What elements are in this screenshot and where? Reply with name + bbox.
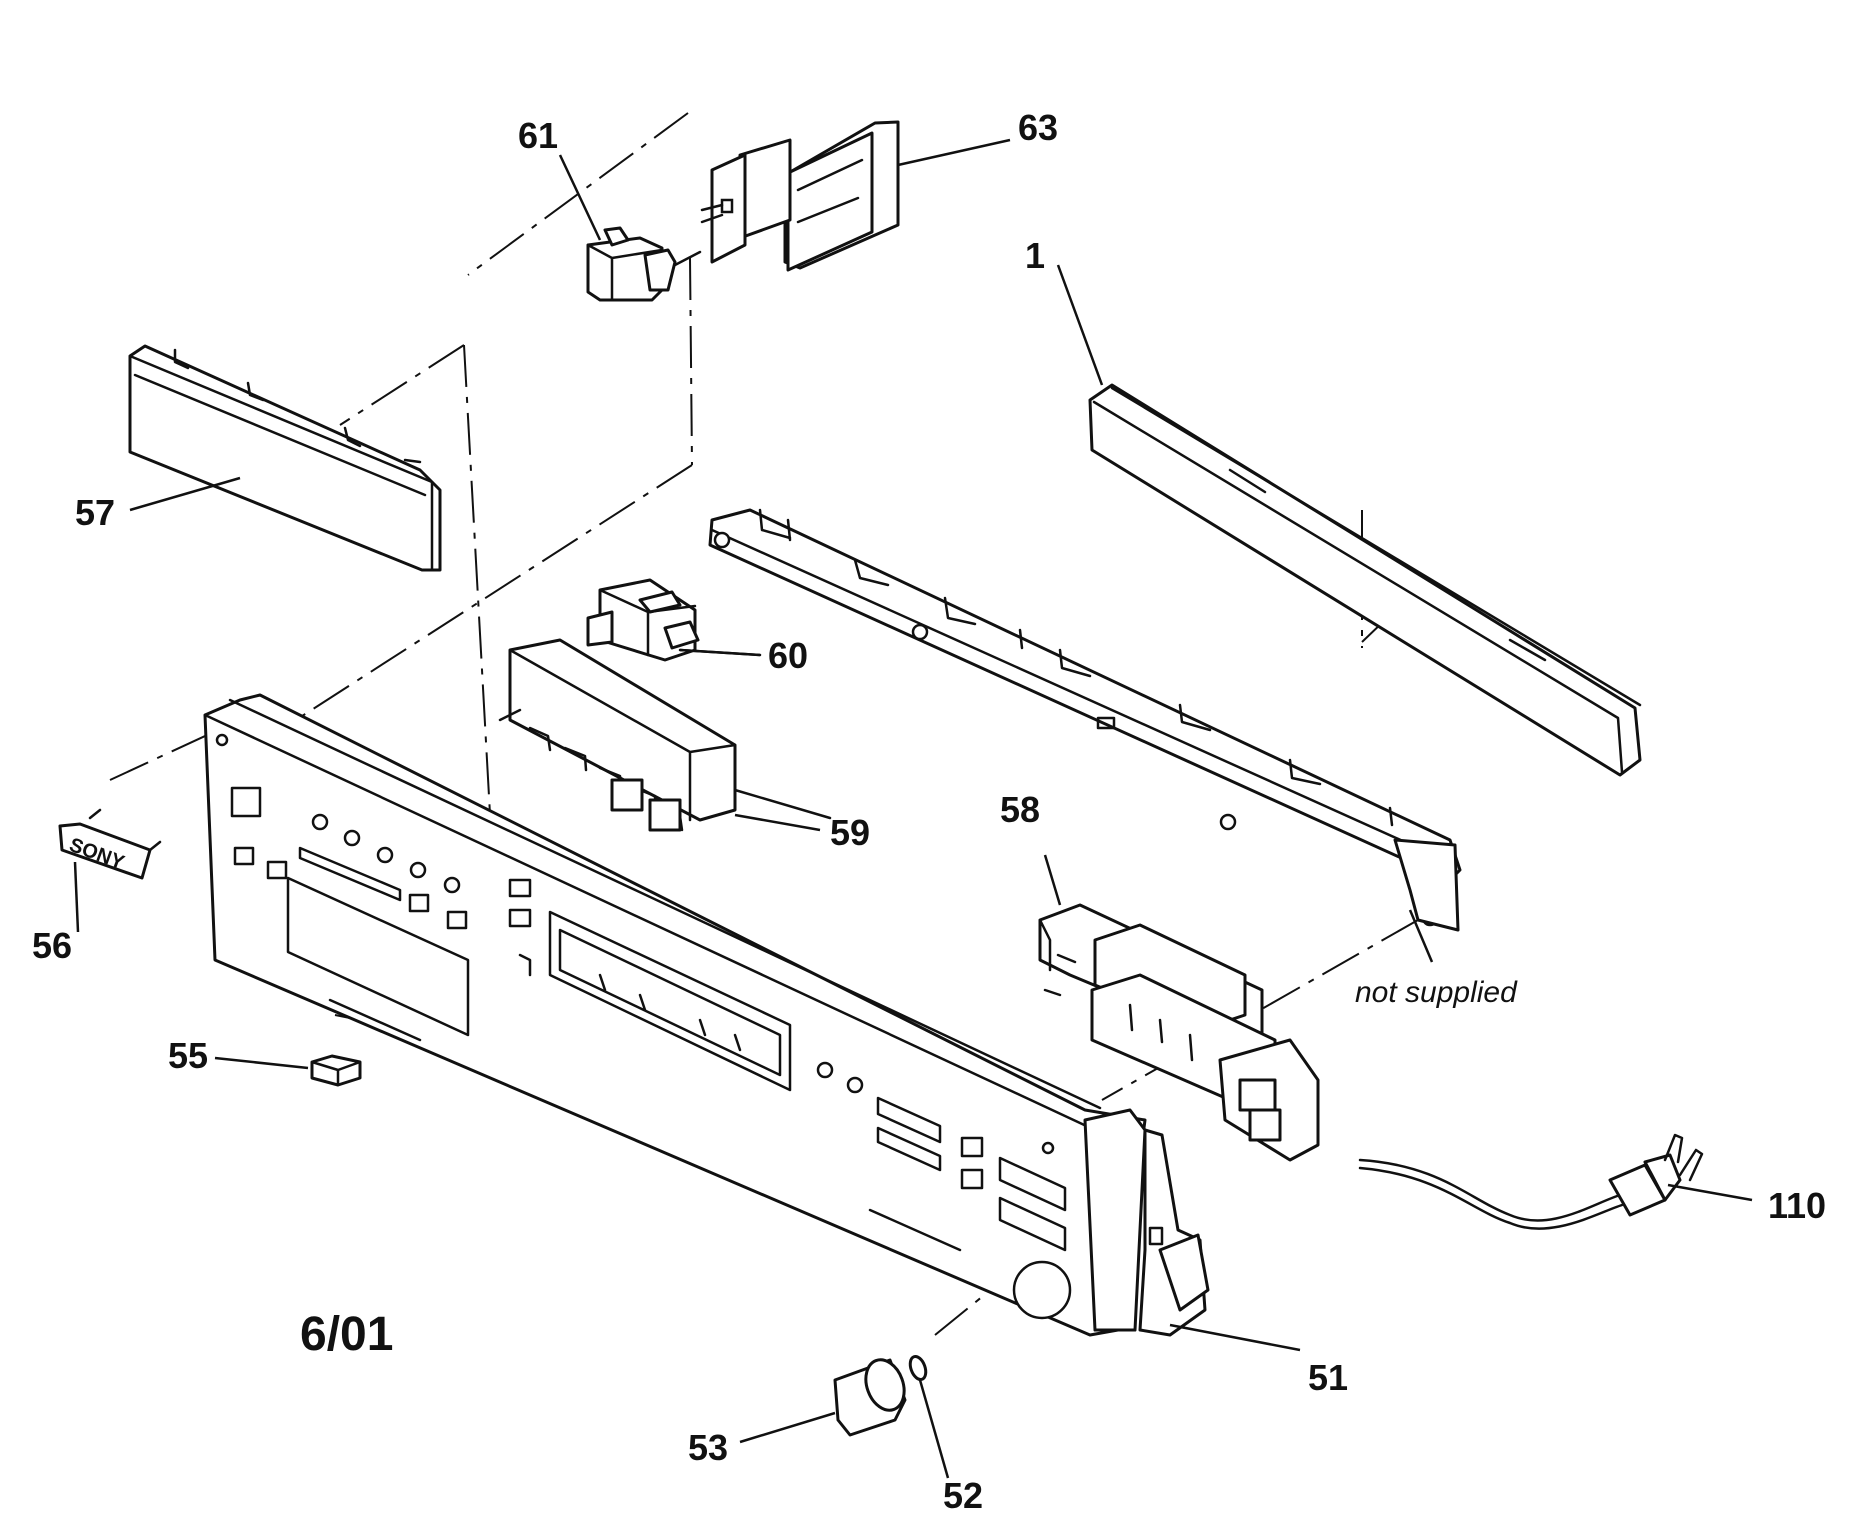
front-panel: [203, 693, 1147, 1337]
part-55-foot: [310, 1054, 362, 1087]
callout-60: 60: [768, 635, 808, 676]
callout-51: 51: [1308, 1357, 1348, 1398]
callout-110: 110: [1768, 1185, 1826, 1226]
part-63-bracket: [700, 120, 900, 272]
part-1-top-cover: [1088, 383, 1642, 777]
date-code: 6/01: [300, 1308, 393, 1361]
callout-labels: 61 63 1 57 60 59 58 56 55 51 53 52 110 n…: [32, 107, 1826, 1516]
part-60-switch: [586, 578, 762, 662]
callout-61: 61: [518, 115, 558, 156]
callout-56: 56: [32, 925, 72, 966]
callout-55: 55: [168, 1035, 208, 1076]
part-59-switch-block: [498, 638, 832, 832]
long-support-bar: [708, 508, 1462, 932]
part-110-power-cord: [1358, 1133, 1704, 1230]
callout-52: 52: [943, 1475, 983, 1516]
part-52-ring: [908, 1354, 928, 1382]
callout-59: 59: [830, 812, 870, 853]
leader-lines: [73, 138, 1753, 1479]
callout-63: 63: [1018, 107, 1058, 148]
callout-57: 57: [75, 492, 115, 533]
part-61-block: [586, 226, 702, 302]
part-58-switch-assembly: [1038, 903, 1320, 1162]
callout-1: 1: [1025, 235, 1045, 276]
part-53-knob: [833, 1358, 907, 1437]
part-51-side-bracket: [1138, 1128, 1210, 1337]
not-supplied-note: not supplied: [1355, 976, 1518, 1009]
callout-58: 58: [1000, 789, 1040, 830]
callout-53: 53: [688, 1427, 728, 1468]
part-57-cover: [128, 344, 442, 572]
